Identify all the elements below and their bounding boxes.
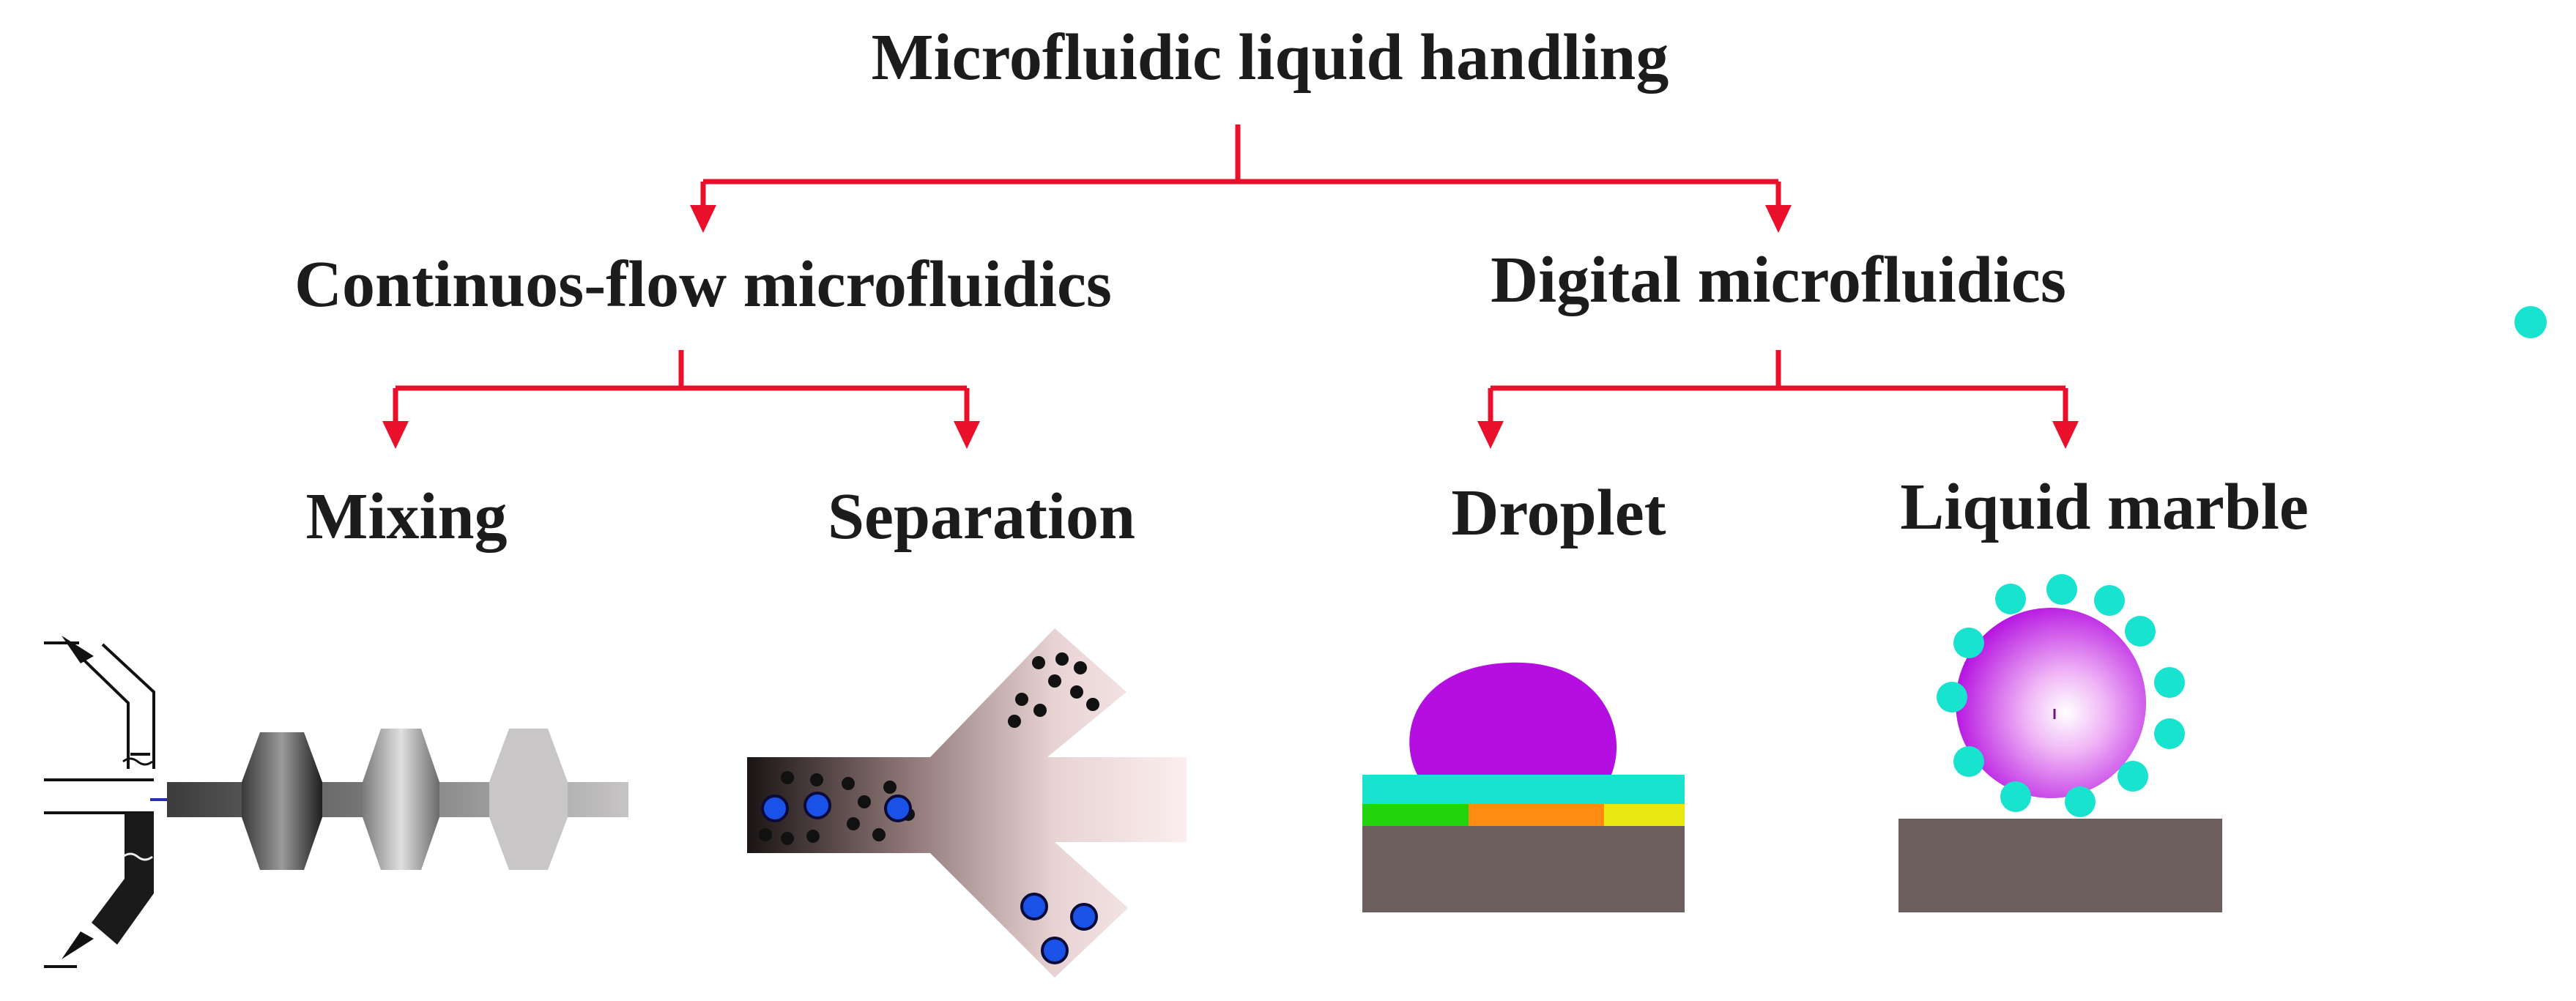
arrowhead-droplet [1477,421,1504,449]
electrode-yellow [1604,804,1685,826]
electrode-orange [1469,804,1604,826]
separation-channel [747,628,1187,978]
electrode-green [1362,804,1469,826]
droplet-label: Droplet [1451,477,1666,549]
mixing-chamber-1 [242,732,322,870]
stray-particle [2514,306,2547,338]
continuous-flow-label: Continuos-flow microfluidics [294,248,1112,321]
mixing-chamber-3 [489,729,568,870]
liquid-marble-illustration [1898,306,2547,912]
arrowhead-continuous [690,205,716,233]
mixing-label: Mixing [305,480,507,553]
marble-substrate [1898,819,2222,912]
mixing-illustration [44,636,628,968]
droplet [1409,662,1617,775]
black-particles [759,652,1099,845]
separation-illustration [747,628,1187,978]
dielectric-layer [1362,775,1685,804]
arrowhead-separation [954,421,980,449]
digital-microfluidics-label: Digital microfluidics [1491,244,2066,316]
inlet-arrow-bottom [62,931,94,959]
tree-arrowheads [382,205,2079,449]
blue-particles [761,792,1098,964]
mixing-chamber-2 [363,729,439,870]
droplet-substrate [1362,826,1685,912]
hydrophobic-particles [1937,306,2547,817]
inlet-arrow-top [62,636,94,663]
tree-connectors [393,124,2068,425]
arrowhead-digital [1765,205,1792,233]
liquid-marble [1956,608,2146,798]
liquid-marble-label: Liquid marble [1900,471,2309,543]
separation-label: Separation [828,480,1135,553]
arrowhead-liquid-marble [2052,421,2079,449]
droplet-illustration [1362,662,1685,912]
page-title: Microfluidic liquid handling [872,21,1669,94]
arrowhead-mixing [382,421,409,449]
